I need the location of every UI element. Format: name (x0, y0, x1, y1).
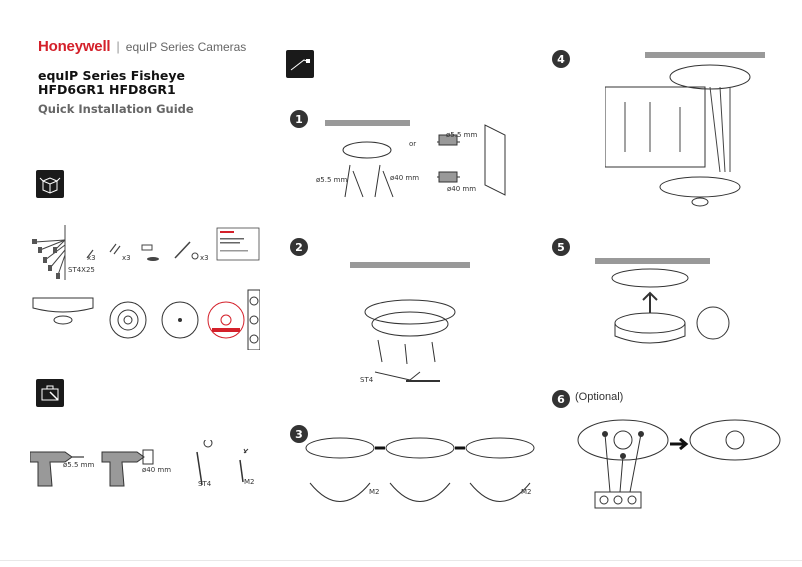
screw-size-label: ST4X25 (68, 266, 95, 274)
document-title: equIP Series Fisheye HFD6GR1 HFD8GR1 (38, 69, 185, 97)
title-line-2: HFD6GR1 HFD8GR1 (38, 82, 176, 97)
cable-icon (286, 50, 314, 78)
drill-size-2: ø40 mm (142, 466, 172, 474)
step-1-or: or (409, 140, 417, 148)
step-5-badge: 5 (552, 238, 570, 256)
step-1-illustration (325, 120, 506, 198)
honeywell-logo: Honeywell (38, 38, 111, 55)
tools-illustration (30, 440, 249, 487)
step-2-badge: 2 (290, 238, 308, 256)
step-4-illustration (605, 52, 765, 207)
brand-header: Honeywell | equIP Series Cameras (38, 38, 246, 55)
page-bottom-line (0, 560, 802, 561)
step-1-size-3: ø5.5 mm (446, 131, 478, 139)
step-1-size-1: ø5.5 mm (316, 176, 348, 184)
step-6-badge: 6 (552, 390, 570, 408)
step-1-size-2: ø40 mm (390, 174, 420, 182)
package-contents-icon (36, 170, 64, 198)
qty-label-anchors: x3 (122, 254, 131, 262)
drill-size-1: ø5.5 mm (63, 461, 95, 469)
step-3-m2-b: M2 (521, 488, 532, 496)
brand-series: equIP Series Cameras (125, 40, 247, 54)
qty-label-caps: x3 (200, 254, 209, 262)
kit-contents-illustration (32, 225, 260, 350)
document-subtitle: Quick Installation Guide (38, 102, 194, 116)
step-2-illustration (350, 262, 470, 382)
screwdriver-st4: ST4 (198, 480, 212, 488)
step-3-illustration (305, 437, 535, 502)
step-2-screw: ST4 (360, 376, 374, 384)
step-3-m2-a: M2 (369, 488, 380, 496)
step-5-illustration (595, 258, 730, 344)
step-1-badge: 1 (290, 110, 308, 128)
tools-icon (36, 379, 64, 407)
step-3-badge: 3 (290, 425, 308, 443)
step-6-optional-label: (Optional) (575, 391, 624, 403)
screwdriver-m2: M2 (244, 478, 255, 486)
step-1-size-4: ø40 mm (447, 185, 477, 193)
brand-separator: | (116, 39, 120, 54)
title-line-1: equIP Series Fisheye (38, 68, 185, 83)
qty-label-screws: x3 (87, 254, 96, 262)
step-6-illustration (577, 419, 781, 509)
step-4-badge: 4 (552, 50, 570, 68)
